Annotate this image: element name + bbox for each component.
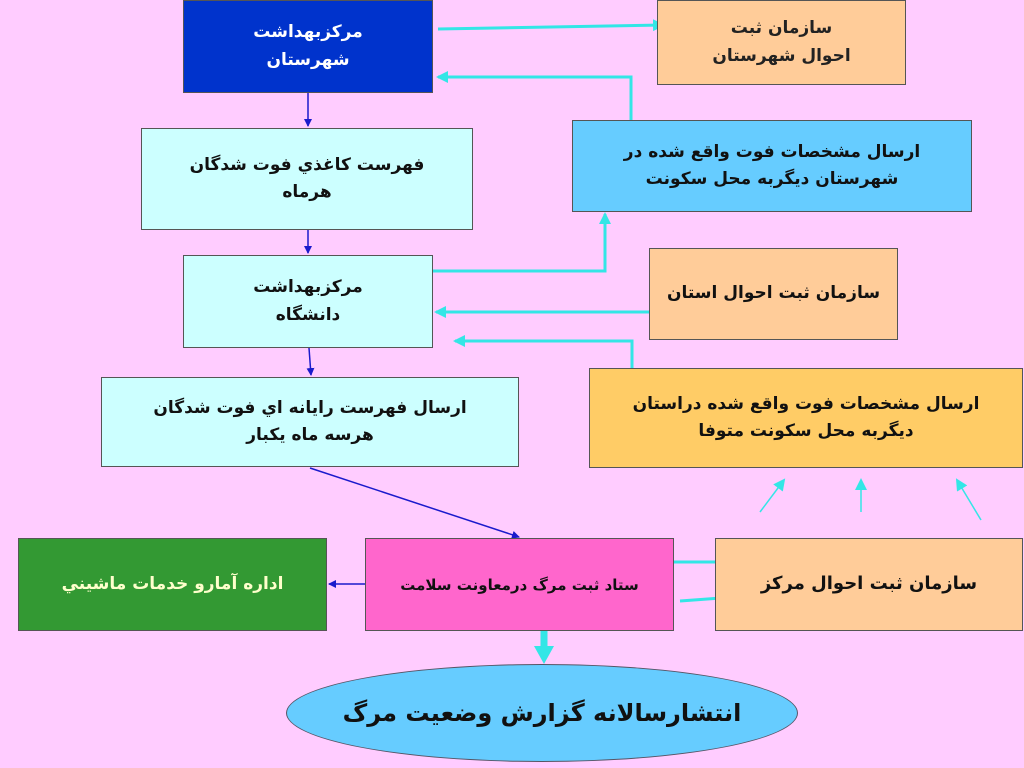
arrow-sabt-markaz-up-right bbox=[955, 478, 982, 521]
box-sabt-ahval-ostan: سازمان ثبت احوال استان bbox=[649, 248, 898, 340]
box-sabt-ahval-shahrestan: سازمان ثبت احوال شهرستان bbox=[657, 0, 906, 85]
box-text-line: شهرستان ديگربه محل سكونت bbox=[645, 169, 899, 189]
arrow-sabt-markaz-up-left bbox=[759, 478, 786, 513]
box-text-line: دانشگاه bbox=[275, 304, 341, 325]
box-text-line: سازمان ثبت احوال استان bbox=[666, 283, 881, 304]
box-ersal-fehrest-rayanei: ارسال فهرست رايانه اي فوت شدگان هرسه ماه… bbox=[101, 377, 519, 467]
box-ersal-moshakhasat-ostan: ارسال مشخصات فوت واقع شده دراستان ديگربه… bbox=[589, 368, 1023, 468]
box-text-line: ستاد ثبت مرگ درمعاونت سلامت bbox=[400, 575, 639, 594]
box-text-line: مرکزبهداشت bbox=[253, 22, 363, 43]
arrow-daneshgah-to-ersal-fehrest bbox=[306, 347, 315, 376]
box-text-line: ارسال مشخصات فوت واقع شده در bbox=[623, 141, 921, 162]
box-sabt-ahval-markaz: سازمان ثبت احوال مركز bbox=[715, 538, 1023, 631]
box-edareh-amar: اداره آمارو خدمات ماشيني bbox=[18, 538, 327, 631]
arrow-ersal-fehrest-to-setad bbox=[309, 467, 520, 539]
ellipse-enteshar-gozaresh: انتشارسالانه گزارش وضعيت مرگ bbox=[286, 664, 798, 762]
box-text-line: انتشارسالانه گزارش وضعيت مرگ bbox=[342, 698, 742, 727]
box-text-line: ارسال مشخصات فوت واقع شده دراستان bbox=[632, 393, 980, 414]
box-text-line: فهرست كاغذي فوت شدگان bbox=[189, 154, 425, 175]
box-ersal-moshakhasat-shahrestan: ارسال مشخصات فوت واقع شده در شهرستان ديگ… bbox=[572, 120, 972, 212]
box-fehrest-kaghazi: فهرست كاغذي فوت شدگان هرماه bbox=[141, 128, 473, 230]
arrow-setad-to-enteshar-head bbox=[534, 646, 554, 664]
arrow-markaz-to-sabt-shahrestan bbox=[437, 19, 665, 32]
box-text-line: سازمان ثبت احوال مركز bbox=[760, 573, 978, 595]
arrow-ersal-ostan-to-daneshgah bbox=[453, 335, 634, 368]
box-markaz-behdasht-shahrestan: مرکزبهداشت شهرستان bbox=[183, 0, 433, 93]
box-text-line: هرماه bbox=[282, 182, 332, 202]
box-text-line: اداره آمارو خدمات ماشيني bbox=[61, 573, 284, 594]
box-text-line: ديگربه محل سكونت متوفا bbox=[698, 421, 914, 441]
box-markaz-behdasht-daneshgah: مرکزبهداشت دانشگاه bbox=[183, 255, 433, 348]
box-text-line: هرسه ماه يكبار bbox=[246, 425, 374, 445]
box-setad-sabt-marg: ستاد ثبت مرگ درمعاونت سلامت bbox=[365, 538, 674, 631]
arrow-ersal-shahrestan-to-markaz bbox=[436, 71, 633, 120]
box-text-line: ارسال فهرست رايانه اي فوت شدگان bbox=[153, 397, 467, 418]
box-text-line: شهرستان bbox=[266, 49, 350, 70]
box-text-line: مرکزبهداشت bbox=[253, 277, 363, 298]
box-text-line: احوال شهرستان bbox=[712, 45, 851, 66]
box-text-line: سازمان ثبت bbox=[730, 18, 833, 39]
